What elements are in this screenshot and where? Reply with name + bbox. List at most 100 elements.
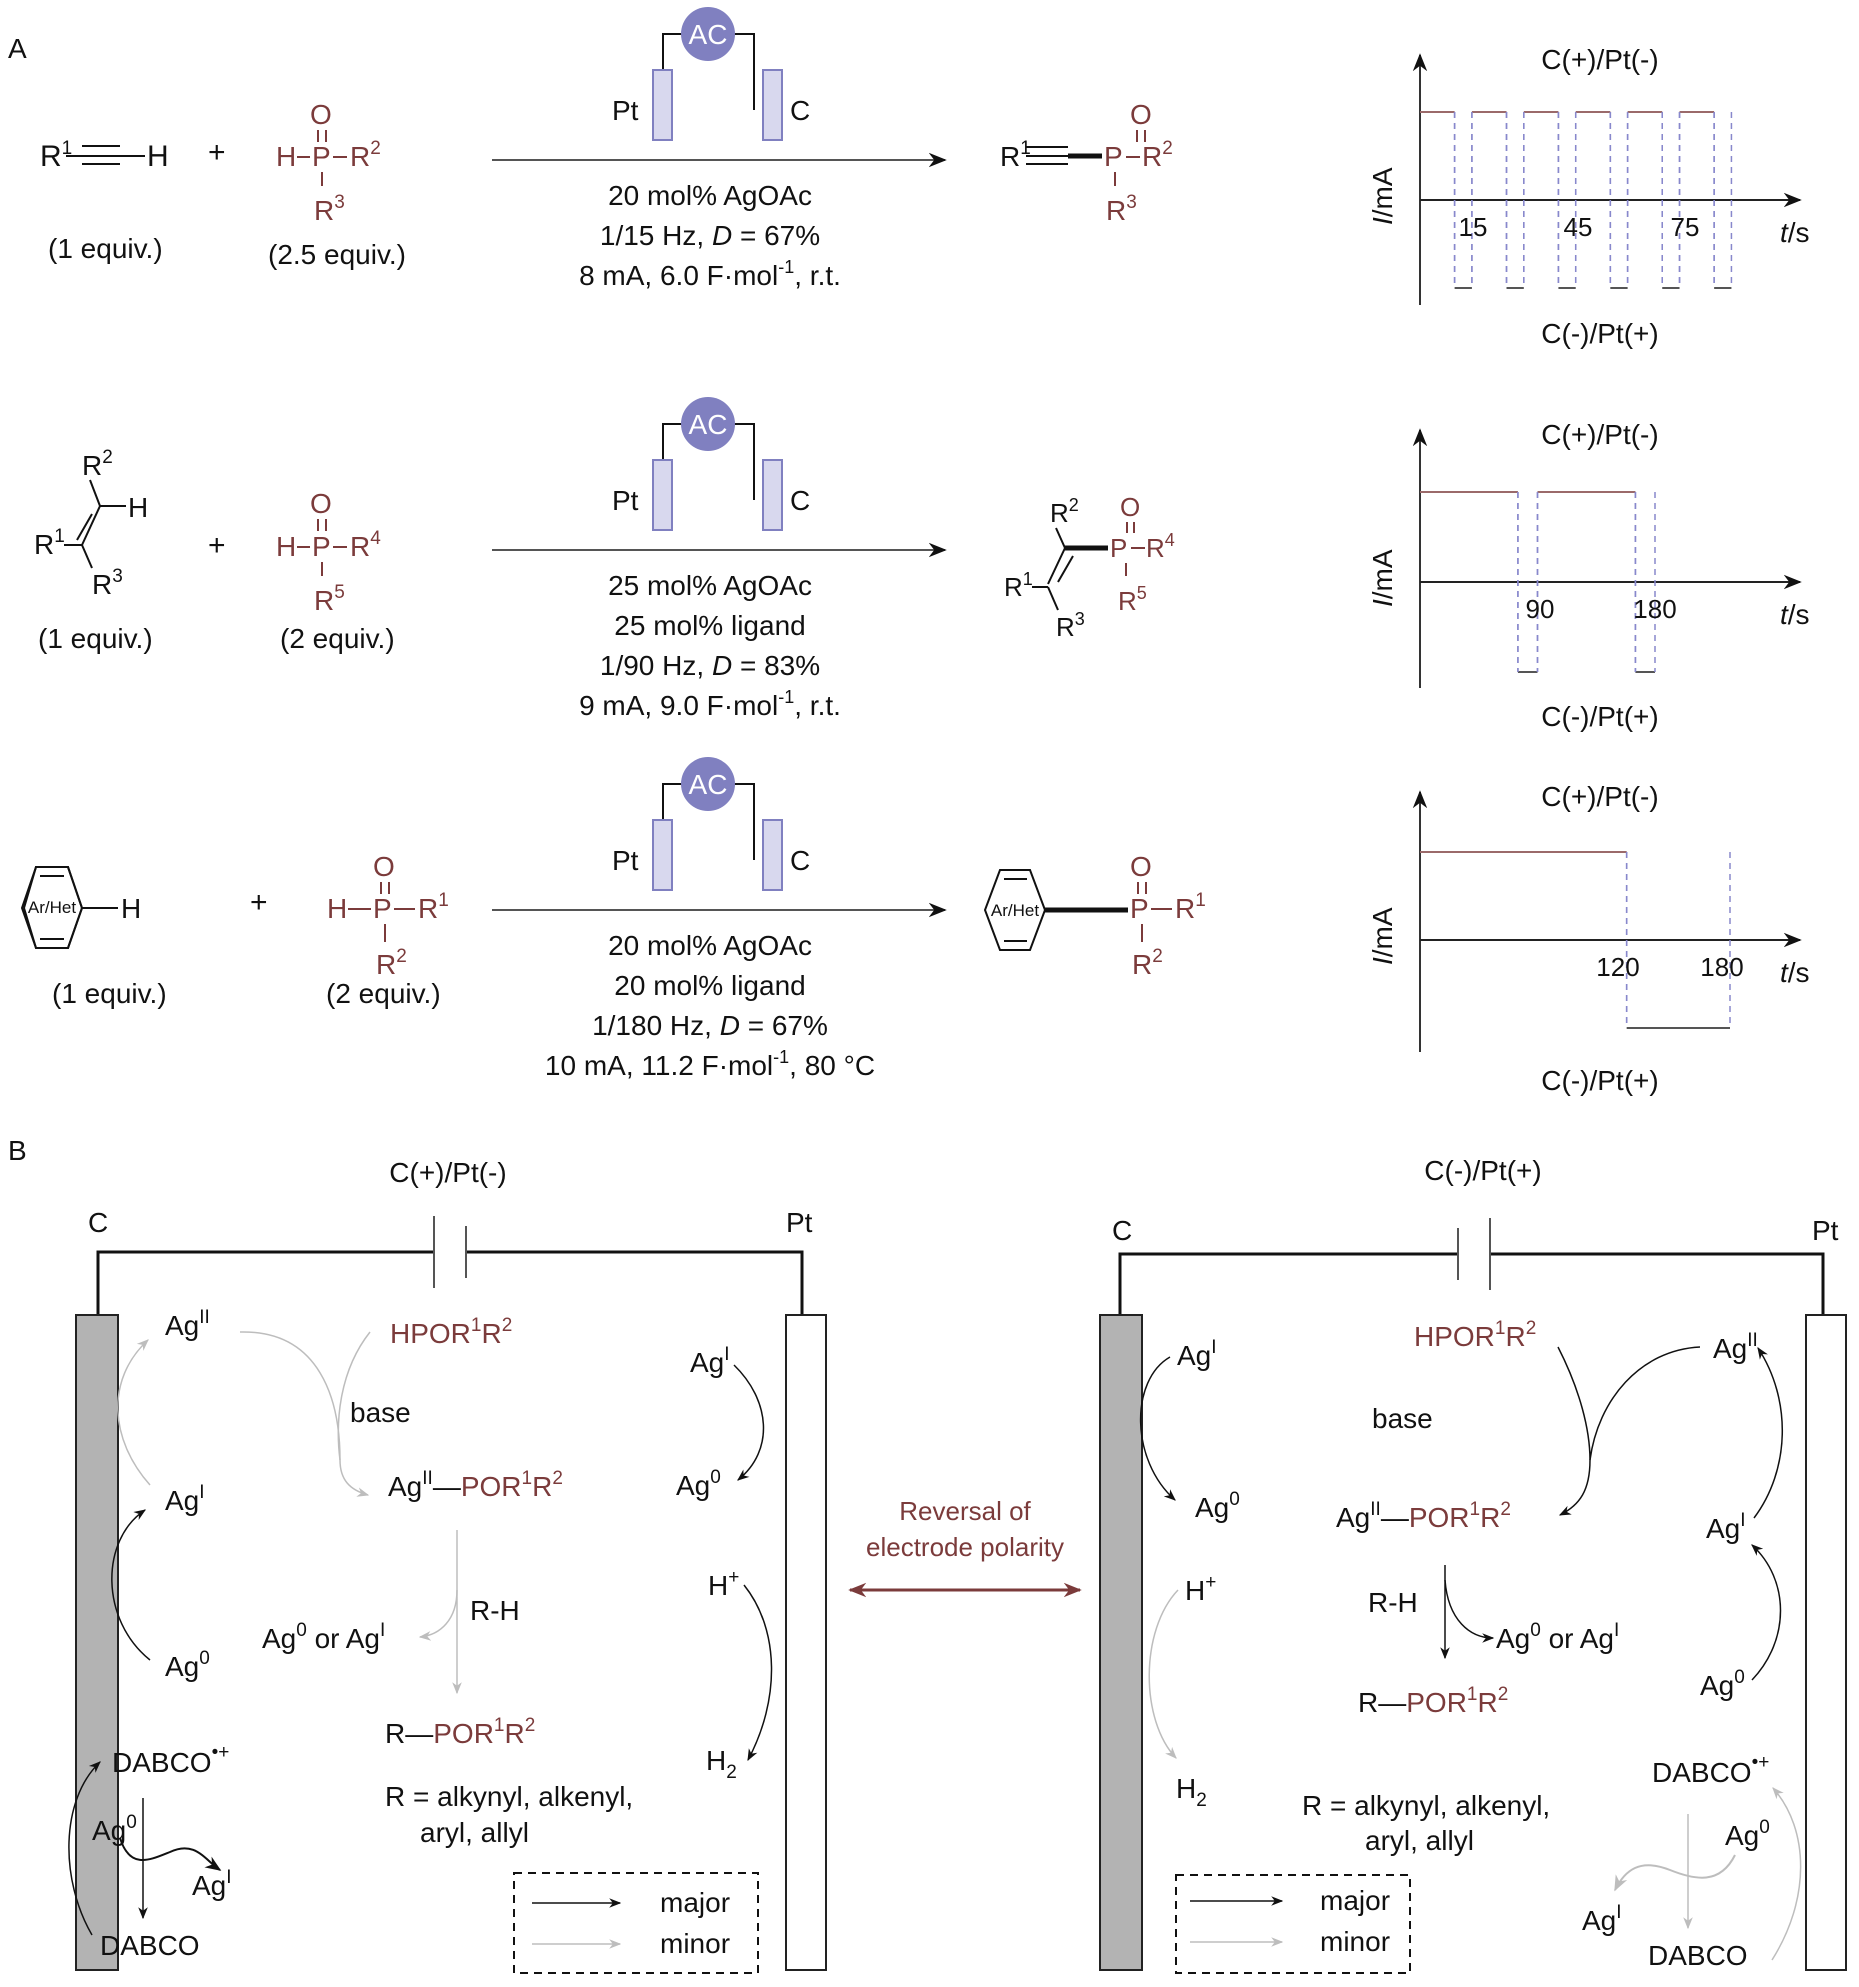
- mechanism-left: C(+)/Pt(-) C Pt AgII AgI Ag0 HPOR1R2 bas…: [68, 1157, 827, 1974]
- svg-text:Pt: Pt: [612, 485, 639, 516]
- svg-text:Ag0 or AgI: Ag0 or AgI: [1496, 1620, 1619, 1654]
- svg-text:C: C: [790, 845, 810, 876]
- svg-text:R1: R1: [1175, 890, 1206, 924]
- panel-b-label: B: [8, 1135, 27, 1166]
- pt-electrode-icon: [652, 69, 673, 141]
- arene-substrate: Ar/Het H (1 equiv.): [20, 866, 167, 1009]
- svg-text:Ag0 or AgI: Ag0 or AgI: [262, 1620, 385, 1654]
- x-tick-label: 180: [1633, 594, 1676, 624]
- ac-source-icon: [681, 397, 735, 451]
- c-electrode-label: C: [88, 1207, 108, 1238]
- svg-text:R2: R2: [1142, 138, 1173, 172]
- svg-text:(1 equiv.): (1 equiv.): [52, 978, 167, 1009]
- conditions: 20 mol% AgOAc 1/15 Hz, D = 67% 8 mA, 6.0…: [579, 180, 841, 291]
- svg-text:R1: R1: [34, 526, 65, 560]
- svg-text:P: P: [1104, 141, 1123, 172]
- x-tick-label: 75: [1671, 212, 1700, 242]
- svg-text:R-H: R-H: [1368, 1587, 1418, 1618]
- legend-box: [513, 1872, 759, 1974]
- svg-text:Ar/Het: Ar/Het: [28, 898, 76, 917]
- ac-cell: AC Pt C: [612, 397, 810, 531]
- svg-text:DABCO•+: DABCO•+: [112, 1742, 229, 1778]
- alkyne-substrate: R1 H (1 equiv.): [40, 138, 169, 264]
- svg-text:O: O: [373, 851, 395, 882]
- bottom-polarity-label: C(-)/Pt(+): [1541, 318, 1658, 349]
- svg-text:Ag0: Ag0: [1195, 1489, 1240, 1523]
- svg-text:Ar/Het: Ar/Het: [991, 901, 1039, 920]
- svg-text:1/180 Hz, D = 67%: 1/180 Hz, D = 67%: [592, 1010, 828, 1041]
- svg-text:P: P: [373, 893, 392, 924]
- svg-text:(2 equiv.): (2 equiv.): [326, 978, 441, 1009]
- top-polarity-label: C(+)/Pt(-): [1541, 781, 1658, 812]
- svg-text:R = alkynyl, alkenyl,: R = alkynyl, alkenyl,: [1302, 1790, 1550, 1821]
- svg-text:H: H: [276, 531, 296, 562]
- svg-text:O: O: [1130, 99, 1152, 130]
- svg-text:8 mA, 6.0 F·mol-1, r.t.: 8 mA, 6.0 F·mol-1, r.t.: [579, 257, 841, 291]
- polarity-label: C(-)/Pt(+): [1424, 1155, 1541, 1186]
- phosphorus-reagent: O H P R2 R3 (2.5 equiv.): [268, 99, 406, 270]
- svg-text:R-H: R-H: [470, 1595, 520, 1626]
- svg-text:20 mol% AgOAc: 20 mol% AgOAc: [608, 930, 812, 961]
- svg-text:R1: R1: [418, 890, 449, 924]
- r1-label: R1: [40, 138, 72, 173]
- svg-text:aryl, allyl: aryl, allyl: [1365, 1825, 1474, 1856]
- svg-text:P: P: [1110, 533, 1127, 563]
- top-polarity-label: C(+)/Pt(-): [1541, 419, 1658, 450]
- svg-text:O: O: [310, 488, 332, 519]
- svg-text:(1 equiv.): (1 equiv.): [38, 623, 153, 654]
- svg-text:Ag0: Ag0: [1700, 1667, 1745, 1701]
- h-atom: H: [147, 140, 169, 173]
- svg-text:R5: R5: [314, 582, 345, 616]
- svg-text:R1: R1: [1000, 138, 1031, 172]
- svg-text:R2: R2: [1050, 495, 1079, 528]
- svg-text:H+: H+: [708, 1567, 739, 1601]
- ac-cell: AC Pt C: [612, 757, 810, 891]
- svg-text:AC: AC: [689, 409, 728, 440]
- p-atom: P: [312, 141, 331, 172]
- pt-electrode-label: Pt: [786, 1207, 813, 1238]
- svg-text:HPOR1R2: HPOR1R2: [1414, 1318, 1536, 1352]
- svg-text:Pt: Pt: [1812, 1215, 1839, 1246]
- svg-text:R2: R2: [1132, 946, 1163, 980]
- svg-text:AgII: AgII: [165, 1307, 210, 1341]
- c-label: C: [790, 95, 810, 126]
- svg-text:HPOR1R2: HPOR1R2: [390, 1315, 512, 1349]
- svg-text:AgI: AgI: [1177, 1337, 1217, 1371]
- svg-text:major: major: [660, 1887, 730, 1918]
- aryl-product: Ar/Het O P R1 R2: [983, 851, 1206, 980]
- polarity-reversal: Reversal of electrode polarity: [848, 1496, 1082, 1598]
- pt-electrode-icon: [652, 819, 673, 891]
- y-axis-label: I/mA: [1367, 549, 1398, 607]
- svg-text:H: H: [128, 492, 148, 523]
- svg-text:AgII—POR1R2: AgII—POR1R2: [1336, 1499, 1511, 1533]
- svg-text:AgI: AgI: [192, 1867, 232, 1901]
- x-axis-label: t/s: [1780, 217, 1810, 248]
- platinum-electrode: [1805, 1314, 1847, 1971]
- svg-text:H: H: [121, 893, 141, 924]
- svg-text:AgII: AgII: [1713, 1330, 1758, 1364]
- c-electrode-icon: [762, 69, 783, 141]
- svg-text:P: P: [312, 531, 331, 562]
- svg-text:Pt: Pt: [612, 845, 639, 876]
- svg-text:P: P: [1130, 893, 1149, 924]
- svg-text:Ag0: Ag0: [676, 1467, 721, 1501]
- r3-group: R3: [314, 192, 345, 226]
- c-electrode-icon: [762, 819, 783, 891]
- plus-sign: +: [250, 886, 268, 919]
- svg-text:C: C: [790, 485, 810, 516]
- svg-text:R3: R3: [1056, 609, 1085, 642]
- svg-text:H2: H2: [706, 1745, 737, 1783]
- x-tick-label: 90: [1526, 594, 1555, 624]
- svg-text:H: H: [327, 893, 347, 924]
- svg-text:10 mA, 11.2 F·mol-1, 80 °C: 10 mA, 11.2 F·mol-1, 80 °C: [545, 1047, 875, 1081]
- svg-text:R4: R4: [350, 528, 381, 562]
- oxygen-atom: O: [310, 99, 332, 130]
- svg-text:H2: H2: [1176, 1773, 1207, 1811]
- svg-text:25 mol% ligand: 25 mol% ligand: [614, 610, 805, 641]
- svg-text:Ag0: Ag0: [1725, 1817, 1770, 1851]
- ac-cell: AC Pt C: [612, 7, 810, 141]
- svg-text:DABCO: DABCO: [1648, 1940, 1748, 1971]
